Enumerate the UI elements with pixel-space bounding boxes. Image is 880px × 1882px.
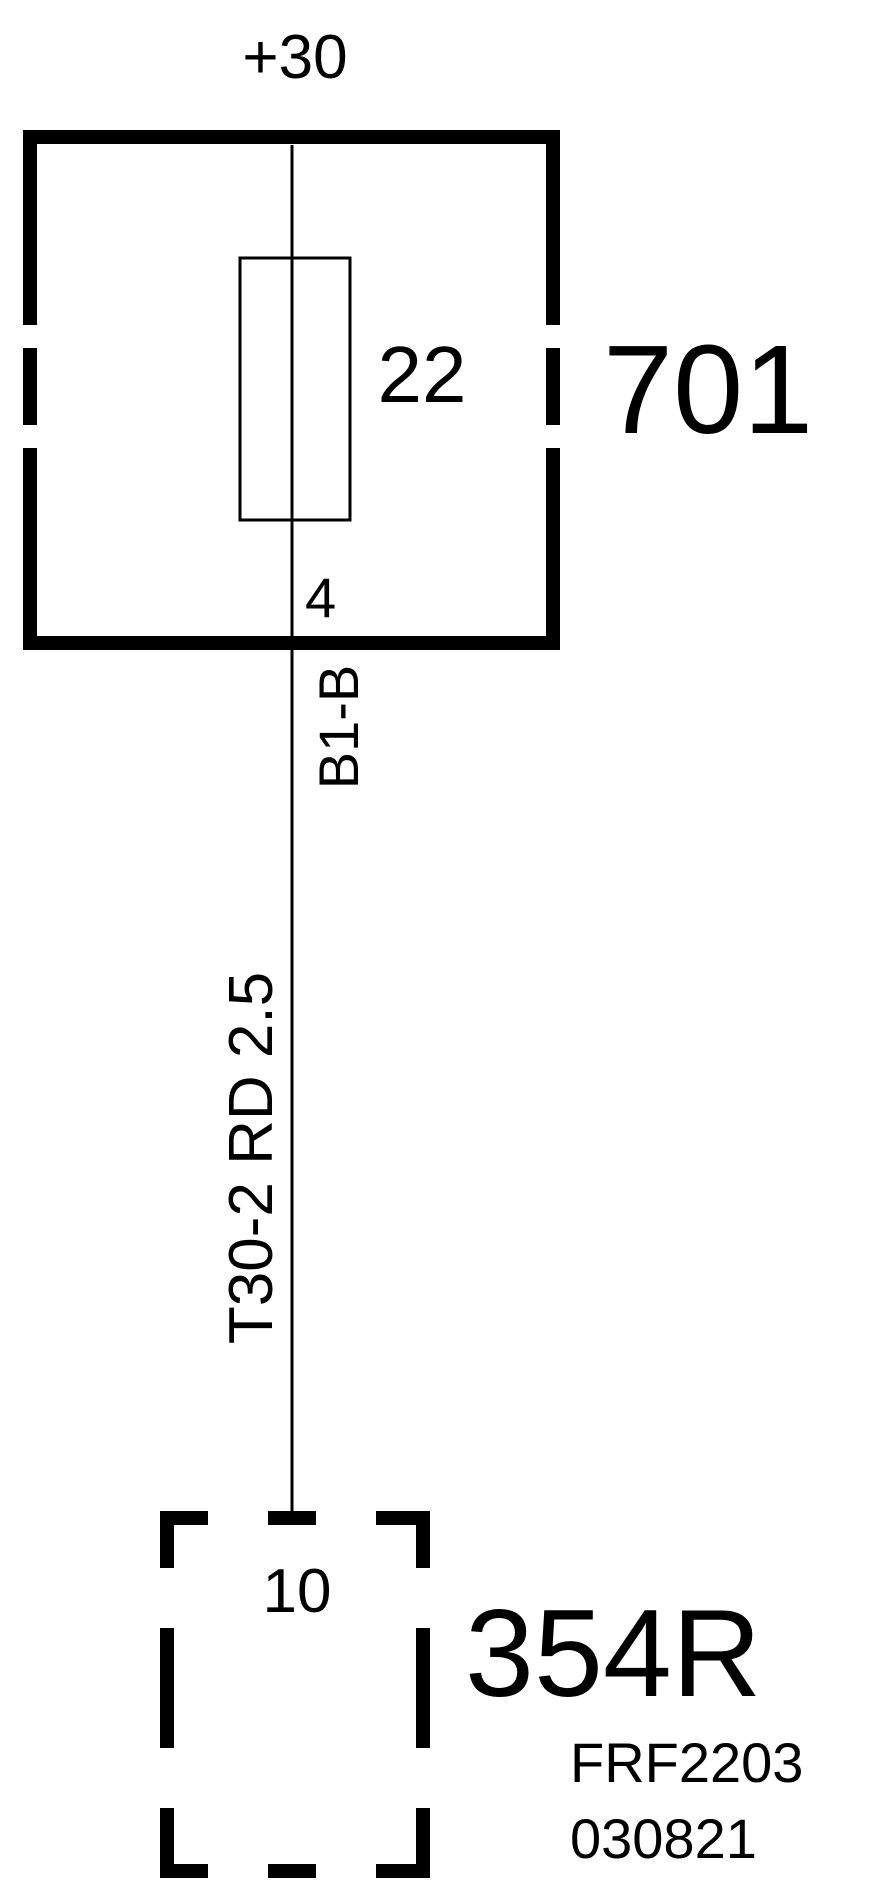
module-id-label: 354R [465, 1585, 761, 1723]
fuse-22-body [238, 256, 352, 522]
fuse-box-701-outline [23, 130, 560, 650]
connector-label: B1-B [307, 665, 370, 790]
module-pin-label: 10 [263, 1557, 332, 1626]
fuse-box-pin-label: 4 [305, 566, 336, 629]
module-354r-outline [160, 1511, 430, 1878]
fuse-box-id-label: 701 [603, 319, 813, 460]
wire-label: T30-2 RD 2.5 [217, 972, 286, 1344]
drawing-code-label: FRF2203 [570, 1731, 803, 1794]
fuse-number-label: 22 [378, 330, 467, 419]
supply-label: +30 [242, 23, 347, 92]
drawing-date-label: 030821 [570, 1807, 757, 1870]
